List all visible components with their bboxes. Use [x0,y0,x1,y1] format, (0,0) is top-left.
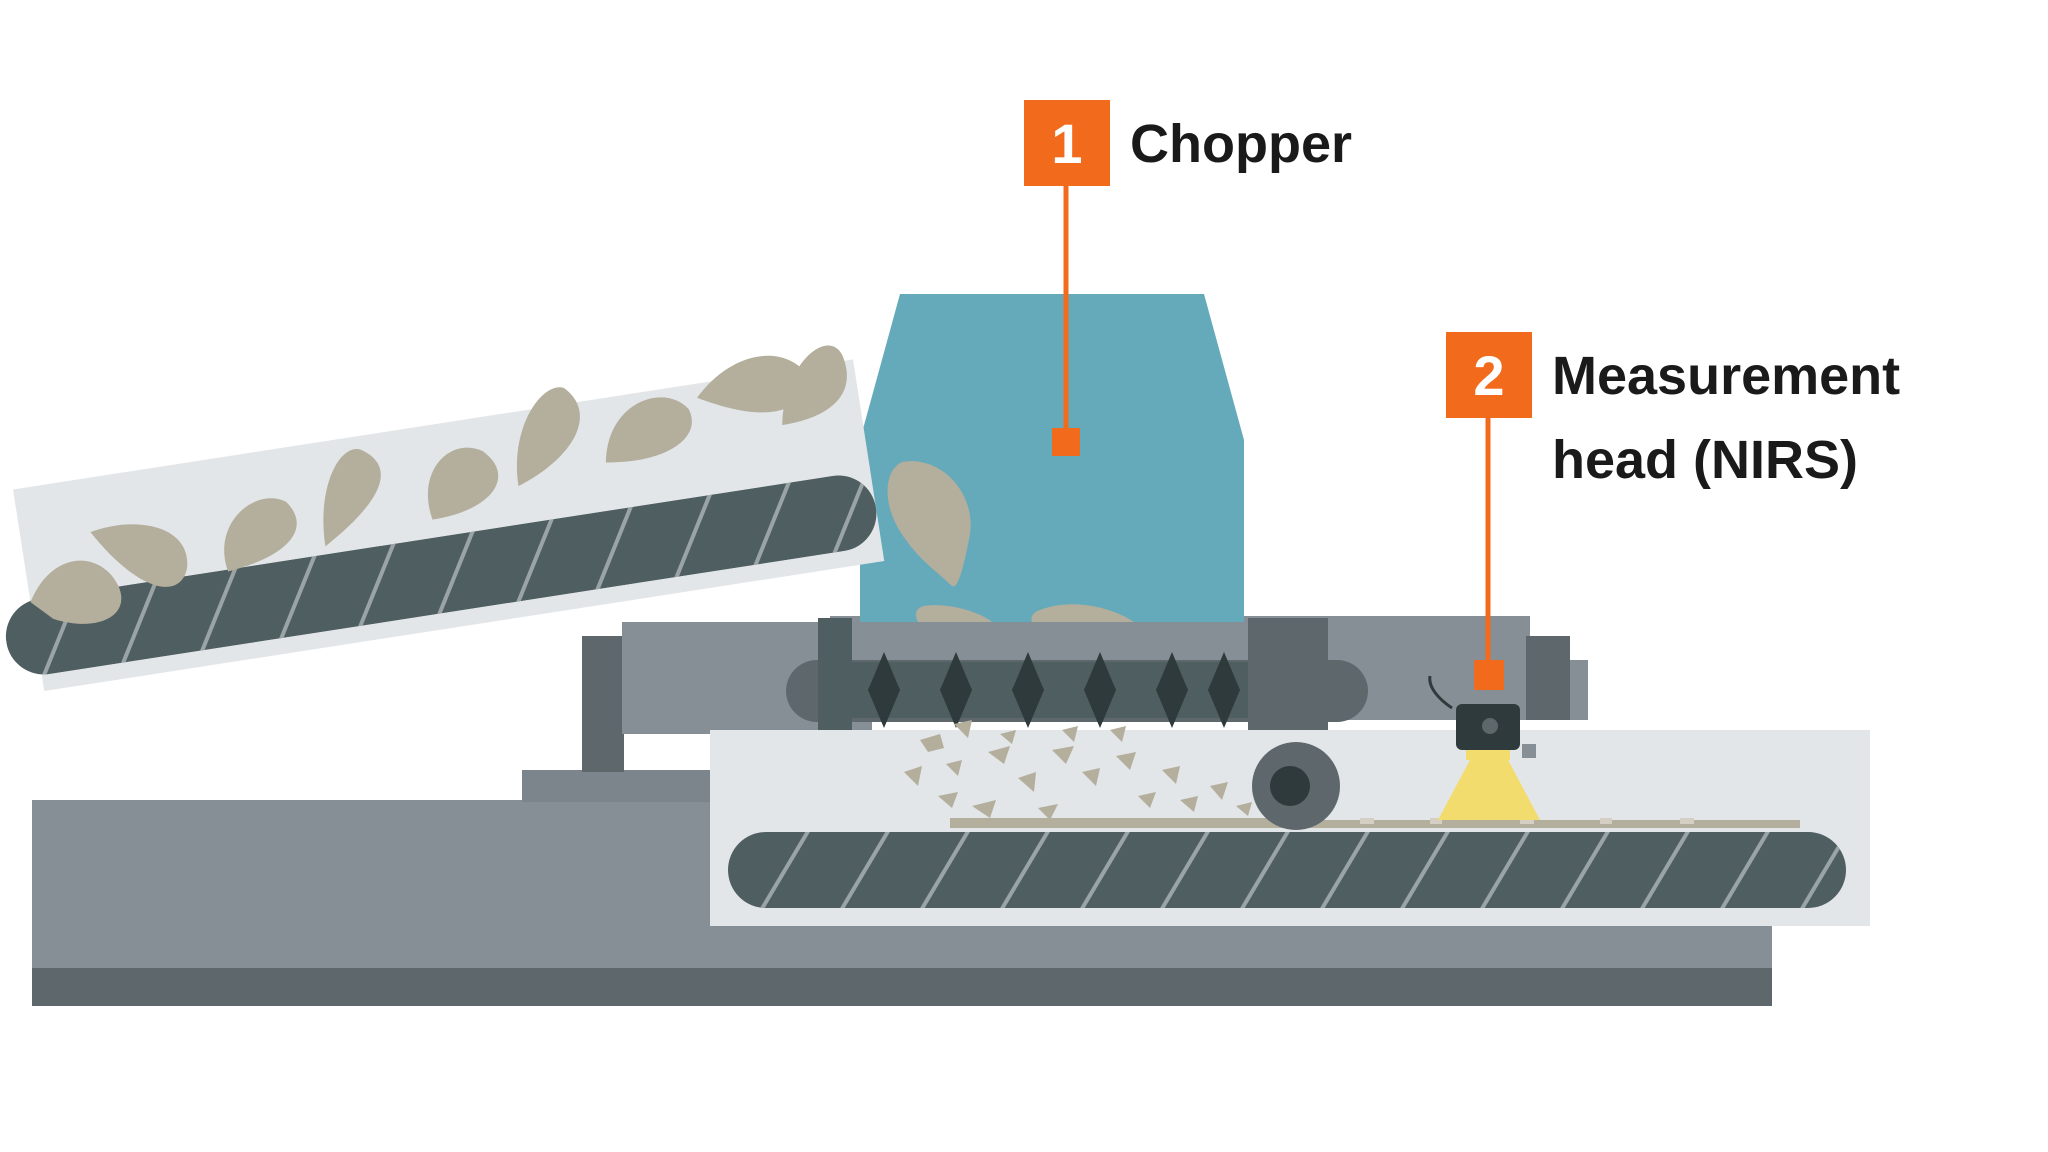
callout-chopper: 1 Chopper [1024,100,1352,456]
callout-measurement-head: 2 Measurement head (NIRS) [1446,332,1900,690]
callout-label-chopper: Chopper [1130,114,1352,174]
callout-number: 1 [1051,112,1082,175]
callout-badge [1446,332,1532,418]
chopper-hopper [860,294,1244,622]
infeed-conveyor [0,345,885,692]
guide-wheel [1252,742,1340,830]
whole-material-pieces [30,345,847,624]
chopped-material [904,720,1800,828]
callout-label-measurement-line1: Measurement [1552,346,1900,406]
nirs-head [1428,675,1540,820]
callout-badge [1024,100,1110,186]
callout-number: 2 [1473,344,1504,407]
callout-label-measurement-line2: head (NIRS) [1552,430,1858,490]
chopper-blades [868,652,1240,728]
